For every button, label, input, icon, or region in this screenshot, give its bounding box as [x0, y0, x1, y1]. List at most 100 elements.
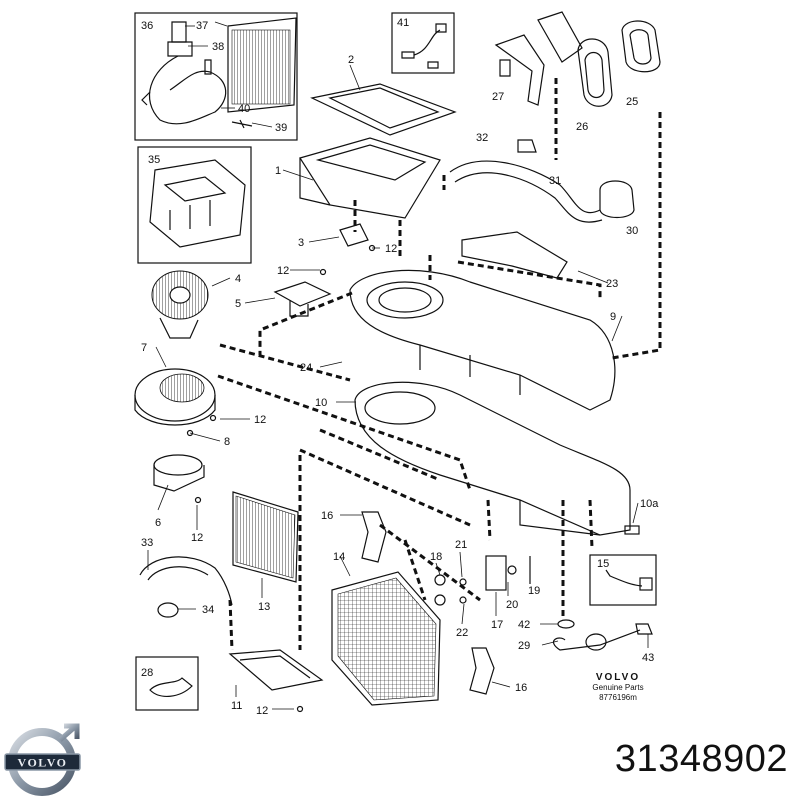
- part-actuator-3: [339, 223, 369, 247]
- callout-26: 26: [576, 121, 588, 133]
- part-sensor-15: [605, 569, 653, 591]
- part-seal-28: [149, 677, 193, 697]
- part-seals-18-22: [434, 565, 517, 606]
- part-filter-13: [232, 491, 299, 583]
- part-resistor-5: [273, 281, 332, 317]
- genuine-parts-mark: VOLVO Genuine Parts 8776196m: [578, 672, 658, 703]
- callout-17: 17: [491, 619, 503, 631]
- part-seal-25: [621, 20, 661, 73]
- callout-32: 32: [476, 132, 488, 144]
- volvo-logo-icon: VOLVO: [4, 723, 81, 796]
- callout-39: 39: [275, 122, 287, 134]
- part-housing-upper-9: [349, 269, 616, 411]
- callout-2: 2: [348, 54, 354, 66]
- callout-23: 23: [606, 278, 618, 290]
- inset-frame-sensor-15: [589, 554, 657, 606]
- part-oring-42: [557, 619, 575, 629]
- part-bracket-27: [494, 34, 545, 106]
- callout-18: 18: [430, 551, 442, 563]
- callout-30: 30: [626, 225, 638, 237]
- part-wiring-harness-40: [141, 21, 227, 125]
- part-filter-cover-2: [310, 83, 457, 136]
- part-cabin-filter-37: [227, 17, 297, 113]
- callout-20: 20: [506, 599, 518, 611]
- part-fan-cover-6: [153, 454, 205, 492]
- inset-frame-sensor: [391, 12, 455, 74]
- callout-12a: 12: [385, 243, 397, 255]
- callout-12d: 12: [191, 532, 203, 544]
- part-seal-26: [537, 11, 613, 107]
- callout-42: 42: [518, 619, 530, 631]
- logo-brand-text: VOLVO: [18, 756, 68, 770]
- callout-31: 31: [549, 175, 561, 187]
- callout-1: 1: [275, 165, 281, 177]
- callout-10: 10: [315, 397, 327, 409]
- callout-43: 43: [642, 652, 654, 664]
- callout-35: 35: [148, 154, 160, 166]
- callout-15: 15: [597, 558, 609, 570]
- inset-frame-housing: [137, 146, 252, 264]
- part-heater-housing-35: [149, 159, 246, 248]
- callout-34: 34: [202, 604, 214, 616]
- part-blower-housing-7: [134, 368, 216, 426]
- callout-33: 33: [141, 537, 153, 549]
- callout-16b: 16: [515, 682, 527, 694]
- callout-10a: 10a: [640, 498, 659, 510]
- callout-40: 40: [238, 103, 250, 115]
- inset-frame-cabin-filter: [134, 12, 298, 141]
- callout-41: 41: [397, 17, 409, 29]
- callout-36: 36: [141, 20, 153, 32]
- part-clip-32: [517, 139, 537, 153]
- callout-4: 4: [235, 273, 241, 285]
- genuine-line1: Genuine Parts: [592, 683, 644, 692]
- part-housing-lower-10: [354, 381, 631, 536]
- part-connector-10a: [624, 525, 640, 535]
- callout-12b: 12: [277, 265, 289, 277]
- part-pipe-33: [139, 556, 233, 606]
- genuine-brand: VOLVO: [595, 672, 641, 683]
- callout-19: 19: [528, 585, 540, 597]
- part-valve-30: [599, 180, 635, 219]
- callout-11: 11: [231, 700, 242, 712]
- part-evaporator-14: [331, 571, 441, 706]
- callout-3: 3: [298, 237, 304, 249]
- part-blower-motor-4: [151, 270, 209, 339]
- part-expansion-valve-17: [485, 555, 507, 591]
- part-grommet-34: [157, 602, 179, 618]
- callout-21: 21: [455, 539, 467, 551]
- callout-37: 37: [196, 20, 208, 32]
- callout-13: 13: [258, 601, 270, 613]
- callout-6: 6: [155, 517, 161, 529]
- genuine-line2: 8776196m: [599, 693, 637, 702]
- part-duct-23: [461, 231, 568, 279]
- callout-25: 25: [626, 96, 638, 108]
- leader-lines: [147, 21, 649, 710]
- callout-28: 28: [141, 667, 153, 679]
- callout-labels: 36 37 38 40 39 41 2 27 26 25 32 31 30 35…: [141, 17, 659, 717]
- part-sensor-39: [231, 119, 253, 129]
- part-tray-11: [228, 649, 324, 691]
- inset-frame-seal: [135, 656, 199, 711]
- assembly-dashes: [217, 78, 662, 651]
- callout-38: 38: [212, 41, 224, 53]
- callout-22: 22: [456, 627, 468, 639]
- callout-29: 29: [518, 640, 530, 652]
- callout-12c: 12: [254, 414, 266, 426]
- callout-16a: 16: [321, 510, 333, 522]
- part-hose-31: [449, 160, 603, 223]
- part-bracket-16a: [361, 511, 387, 563]
- callout-7: 7: [141, 342, 147, 354]
- callout-12e: 12: [256, 705, 268, 717]
- callout-8: 8: [224, 436, 230, 448]
- callout-5: 5: [235, 298, 241, 310]
- callout-9: 9: [610, 311, 616, 323]
- part-sensor-41: [401, 23, 447, 69]
- callout-14: 14: [333, 551, 345, 563]
- callout-27: 27: [492, 91, 504, 103]
- callout-24: 24: [300, 362, 312, 374]
- part-bracket-16b: [469, 647, 495, 695]
- part-pipe-29: [553, 629, 641, 651]
- part-number: 31348902: [614, 738, 788, 780]
- part-sensor-43: [635, 623, 653, 635]
